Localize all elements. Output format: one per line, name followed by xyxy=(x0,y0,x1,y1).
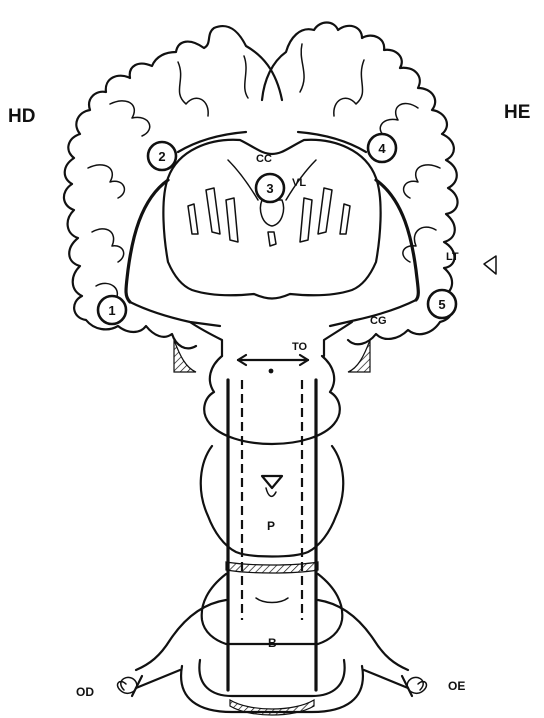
hemisphere-left-label: HE xyxy=(504,102,530,123)
hemisphere-right-label: HD xyxy=(8,106,35,127)
eye-right-label: OD xyxy=(76,685,94,699)
lateral-thalamus-label: LT xyxy=(446,251,459,263)
optic-tract-label: TO xyxy=(292,341,308,353)
marker-4-label: 4 xyxy=(378,141,386,156)
bulb-label: B xyxy=(268,636,277,650)
marker-5-label: 5 xyxy=(438,297,445,312)
deep-brain-structures xyxy=(163,140,380,299)
corpus-callosum-label: CC xyxy=(256,153,272,165)
marker-3: 3 xyxy=(256,174,284,202)
lateral-geniculate-label: CG xyxy=(370,315,387,327)
marker-1: 1 xyxy=(98,296,126,324)
marker-2: 2 xyxy=(148,142,176,170)
lateral-ventricle-label: VL xyxy=(292,177,306,189)
pons-label: P xyxy=(267,519,275,533)
eye-left-label: OE xyxy=(448,679,465,693)
marker-5: 5 xyxy=(428,290,456,318)
marker-2-label: 2 xyxy=(158,149,165,164)
marker-3-label: 3 xyxy=(266,181,273,196)
marker-4: 4 xyxy=(368,134,396,162)
marker-1-label: 1 xyxy=(108,303,115,318)
brainstem xyxy=(136,356,408,715)
eye-left-oe xyxy=(364,670,426,696)
eye-right-od xyxy=(118,670,180,696)
